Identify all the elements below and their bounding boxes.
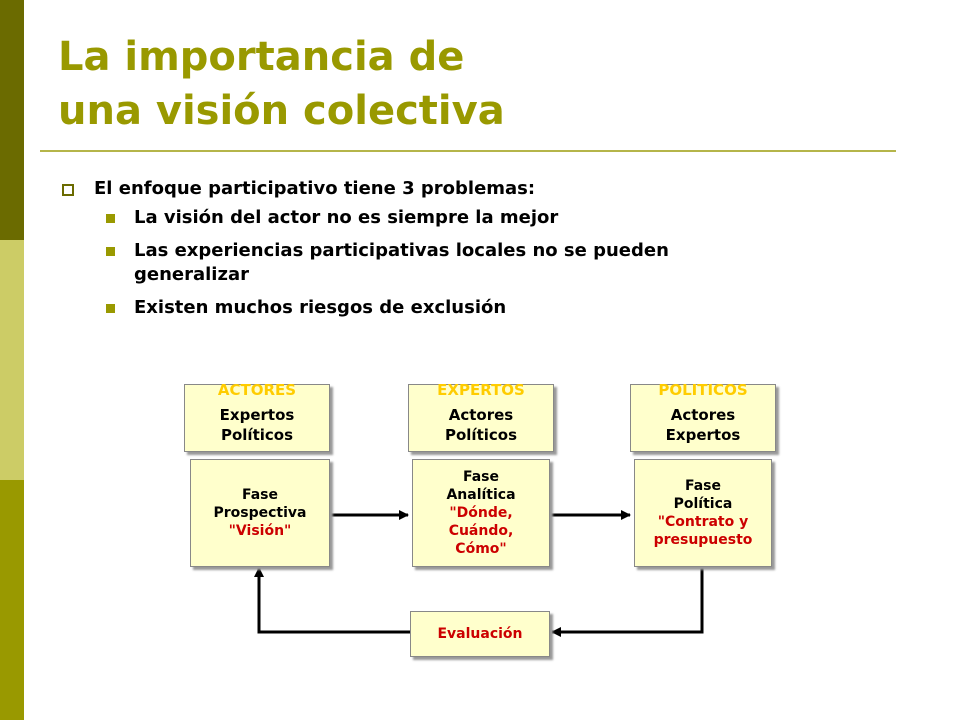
- arrow-evaluacion-to-prospectiva: [254, 567, 410, 634]
- phase-focus: Cuándo,: [448, 523, 514, 539]
- main-bullet: El enfoque participativo tiene 3 problem…: [62, 172, 862, 206]
- evaluation-box: Evaluación: [410, 611, 550, 657]
- phase-name: Política: [673, 496, 733, 512]
- square-bullet-icon: [106, 247, 115, 256]
- square-bullet-icon: [106, 304, 115, 313]
- role-member: Expertos: [219, 406, 295, 424]
- phase-label: Fase: [241, 487, 279, 503]
- role-box-expertos: EXPERTOS Actores Políticos: [408, 381, 554, 452]
- main-bullet-text: El enfoque participativo tiene 3 problem…: [94, 178, 536, 199]
- slide-title: La importancia de una visión colectiva: [58, 30, 505, 138]
- role-members: Expertos Políticos: [185, 405, 329, 445]
- sub-bullet-text: La visión del actor no es siempre la mej…: [134, 207, 559, 228]
- side-bar-dark: [0, 0, 24, 240]
- phase-label: Fase: [462, 469, 500, 485]
- sub-bullet-text: Existen muchos riesgos de exclusión: [134, 297, 507, 318]
- phase-label: Fase: [684, 478, 721, 494]
- role-member: Actores: [670, 406, 736, 424]
- title-line-2: una visión colectiva: [58, 88, 505, 134]
- title-divider: [40, 150, 896, 152]
- phase-name: Prospectiva: [213, 505, 307, 521]
- role-header: POLITICOS: [658, 381, 748, 399]
- phase-box-analitica: Fase Analítica "Dónde, Cuándo, Cómo": [412, 459, 550, 567]
- evaluation-label: Evaluación: [437, 626, 523, 642]
- phase-focus: "Contrato y: [657, 514, 749, 530]
- phase-box-prospectiva: Fase Prospectiva "Visión": [190, 459, 330, 567]
- role-box-politicos: POLITICOS Actores Expertos: [630, 381, 776, 452]
- role-member: Políticos: [220, 426, 294, 444]
- phase-focus: presupuesto: [653, 532, 753, 548]
- sub-bullet: La visión del actor no es siempre la mej…: [106, 206, 862, 230]
- role-member: Actores: [448, 406, 514, 424]
- title-line-1: La importancia de: [58, 34, 465, 80]
- side-bar-olive: [0, 480, 24, 720]
- role-members: Actores Políticos: [409, 405, 553, 445]
- role-member: Expertos: [665, 426, 741, 444]
- hollow-square-bullet-icon: [62, 184, 74, 196]
- phase-focus: Cómo": [455, 541, 507, 557]
- phase-focus: "Visión": [228, 523, 292, 539]
- phase-name: Analítica: [446, 487, 516, 503]
- bullet-list: El enfoque participativo tiene 3 problem…: [62, 172, 862, 329]
- role-member: Políticos: [444, 426, 518, 444]
- sub-bullet: Las experiencias participativas locales …: [106, 239, 774, 287]
- arrow-politica-to-evaluacion: [551, 566, 704, 637]
- sub-bullet-list: La visión del actor no es siempre la mej…: [106, 206, 862, 320]
- sub-bullet-text: Las experiencias participativas locales …: [134, 240, 669, 285]
- sub-bullet: Existen muchos riesgos de exclusión: [106, 296, 862, 320]
- phase-box-politica: Fase Política "Contrato y presupuesto: [634, 459, 772, 567]
- square-bullet-icon: [106, 214, 115, 223]
- phase-focus: "Dónde,: [449, 505, 513, 521]
- role-header: ACTORES: [217, 381, 297, 399]
- role-header: EXPERTOS: [437, 381, 525, 399]
- role-members: Actores Expertos: [631, 405, 775, 445]
- role-box-actores: ACTORES Expertos Políticos: [184, 381, 330, 452]
- side-bar-light: [0, 240, 24, 480]
